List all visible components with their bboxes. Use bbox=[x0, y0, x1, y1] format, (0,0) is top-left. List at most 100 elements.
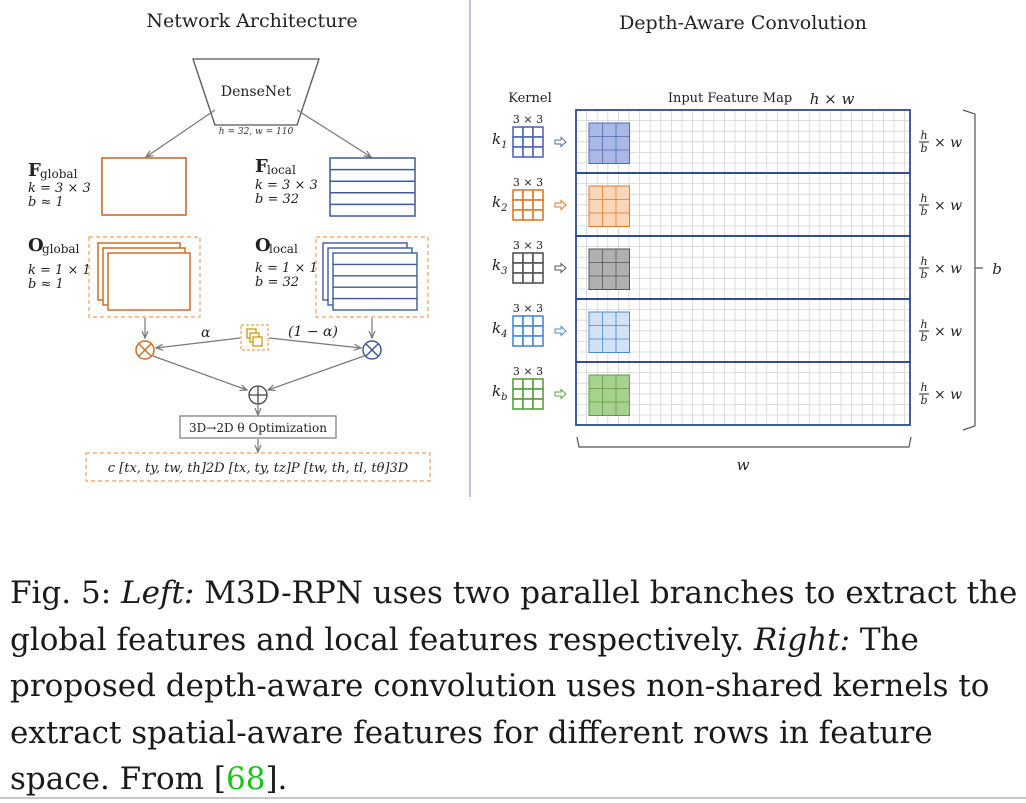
b-bracket bbox=[962, 109, 976, 431]
f-global-label: F global k = 3 × 3 b ≈ 1 bbox=[28, 160, 91, 210]
feature-map-dims: h × w bbox=[810, 90, 855, 108]
kernel-size-label: 3 × 3 bbox=[513, 113, 543, 126]
w-label: w bbox=[737, 456, 750, 474]
left-panel-title: Network Architecture bbox=[146, 10, 357, 32]
svg-text:b: b bbox=[920, 205, 927, 218]
kernel-highlights bbox=[588, 122, 630, 416]
optimization-label: 3D→2D θ Optimization bbox=[189, 421, 327, 435]
kernel-arrow-icon bbox=[554, 136, 567, 148]
svg-text:h: h bbox=[920, 318, 927, 331]
o-global-label: O global k = 1 × 1 b ≈ 1 bbox=[28, 235, 91, 292]
kernel-arrow-icon bbox=[554, 262, 567, 274]
svg-text:b: b bbox=[920, 394, 927, 407]
right-panel-title: Depth-Aware Convolution bbox=[619, 12, 867, 34]
o-global-dashed-frame bbox=[88, 236, 201, 318]
kernel-kb: 3 × 3 kb bbox=[492, 365, 567, 410]
densenet-params: h = 32, w = 110 bbox=[219, 127, 294, 137]
f-global-block bbox=[101, 157, 187, 216]
svg-text:k = 1 × 1: k = 1 × 1 bbox=[255, 261, 318, 276]
svg-text:O: O bbox=[255, 235, 271, 256]
svg-text:b: b bbox=[920, 268, 927, 281]
caption-citation-link[interactable]: 68 bbox=[226, 761, 266, 797]
row-dims-k3: hb× w bbox=[919, 255, 962, 281]
kernel-id-label: k3 bbox=[492, 256, 507, 277]
svg-text:k = 1 × 1: k = 1 × 1 bbox=[28, 263, 91, 278]
output-box bbox=[85, 452, 431, 482]
svg-text:O: O bbox=[28, 235, 44, 256]
b-label: b bbox=[992, 260, 1002, 278]
kernel-highlight-k3 bbox=[588, 248, 630, 290]
caption-left-label: Left: bbox=[121, 575, 195, 611]
svg-text:global: global bbox=[40, 167, 78, 181]
svg-text:local: local bbox=[267, 163, 296, 177]
kernel-arrow-icon bbox=[554, 388, 567, 400]
svg-text:b = 32: b = 32 bbox=[255, 275, 299, 290]
svg-text:k = 3 × 3: k = 3 × 3 bbox=[28, 181, 91, 196]
caption-right-text: The proposed depth-aware convolution use… bbox=[10, 621, 990, 798]
caption-right-label: Right: bbox=[754, 621, 851, 658]
svg-text:global: global bbox=[42, 242, 80, 256]
row-dims-k1: hb× w bbox=[919, 129, 962, 155]
caption-fig-label: Fig. 5: bbox=[10, 575, 112, 611]
arrow-to-flocal bbox=[296, 109, 371, 157]
multiply-global-node bbox=[135, 340, 155, 360]
kernel-arrow-icon bbox=[554, 325, 567, 337]
w-bracket bbox=[576, 436, 912, 448]
kernel-highlight-k4 bbox=[588, 311, 630, 353]
f-local-block bbox=[329, 157, 416, 217]
alpha-weight-icon bbox=[240, 324, 269, 351]
one-minus-alpha-label: (1 − α) bbox=[288, 324, 338, 340]
f-local-label: F local k = 3 × 3 b = 32 bbox=[255, 156, 318, 207]
o-local-label: O local k = 1 × 1 b = 32 bbox=[255, 235, 318, 290]
kernel-highlight-k2 bbox=[588, 185, 630, 227]
kernel-k3: 3 × 3 k3 bbox=[492, 239, 567, 284]
caption-left-text: M3D-RPN uses two parallel branches to ex… bbox=[10, 575, 1018, 658]
kernel-header: Kernel bbox=[508, 91, 552, 106]
svg-text:× w: × w bbox=[934, 135, 962, 151]
arrow-alpha-to-local bbox=[268, 337, 361, 348]
o-local-dashed-frame bbox=[315, 236, 429, 318]
svg-text:× w: × w bbox=[934, 198, 962, 214]
feature-map-row-borders bbox=[575, 109, 911, 426]
feature-map-grid bbox=[576, 110, 910, 425]
kernel-id-label: k4 bbox=[492, 319, 507, 340]
figure-caption: Fig. 5: Left: M3D-RPN uses two parallel … bbox=[10, 570, 1020, 803]
svg-text:b ≈ 1: b ≈ 1 bbox=[28, 277, 64, 292]
kernel-size-label: 3 × 3 bbox=[513, 176, 543, 189]
densenet-label: DenseNet bbox=[221, 84, 292, 100]
kernel-size-label: 3 × 3 bbox=[513, 239, 543, 252]
row-dims-k4: hb × w bbox=[919, 318, 962, 344]
kernel-k2: 3 × 3k2 bbox=[492, 176, 567, 221]
svg-text:× w: × w bbox=[934, 324, 962, 340]
alpha-label: α bbox=[201, 325, 211, 341]
svg-text:b: b bbox=[920, 331, 927, 344]
arrow-local-to-sum bbox=[268, 355, 365, 390]
kernel-id-label: kb bbox=[492, 382, 508, 403]
svg-text:b: b bbox=[920, 142, 927, 155]
kernel-arrow-icon bbox=[554, 199, 567, 211]
multiply-local-node bbox=[362, 340, 382, 360]
arrow-alpha-to-global bbox=[156, 337, 241, 348]
svg-text:× w: × w bbox=[934, 387, 962, 403]
feature-map-header: Input Feature Map bbox=[668, 91, 792, 106]
kernel-highlight-kb bbox=[588, 374, 630, 416]
svg-text:b = 32: b = 32 bbox=[255, 192, 299, 207]
svg-text:F: F bbox=[255, 156, 268, 177]
kernel-size-label: 3 × 3 bbox=[513, 302, 543, 315]
kernel-size-label: 3 × 3 bbox=[513, 365, 543, 378]
o-global-stack bbox=[97, 242, 191, 311]
page-bottom-rule bbox=[0, 797, 1026, 799]
svg-text:F: F bbox=[28, 160, 41, 181]
kernel-k4: 3 × 3 k4 bbox=[492, 302, 567, 347]
kernel-highlight-k1 bbox=[588, 122, 630, 164]
row-dimension-labels: hb× whb× whb× whb× whb× w bbox=[919, 129, 962, 407]
svg-text:h: h bbox=[920, 381, 927, 394]
kernel-id-label: k1 bbox=[492, 130, 507, 151]
svg-text:b ≈ 1: b ≈ 1 bbox=[28, 195, 64, 210]
o-local-stack bbox=[322, 242, 418, 311]
arrow-to-fglobal bbox=[146, 109, 216, 157]
kernel-k1: 3 × 3 k1 bbox=[492, 113, 567, 158]
caption-end: ]. bbox=[265, 761, 288, 797]
svg-text:h: h bbox=[920, 255, 927, 268]
